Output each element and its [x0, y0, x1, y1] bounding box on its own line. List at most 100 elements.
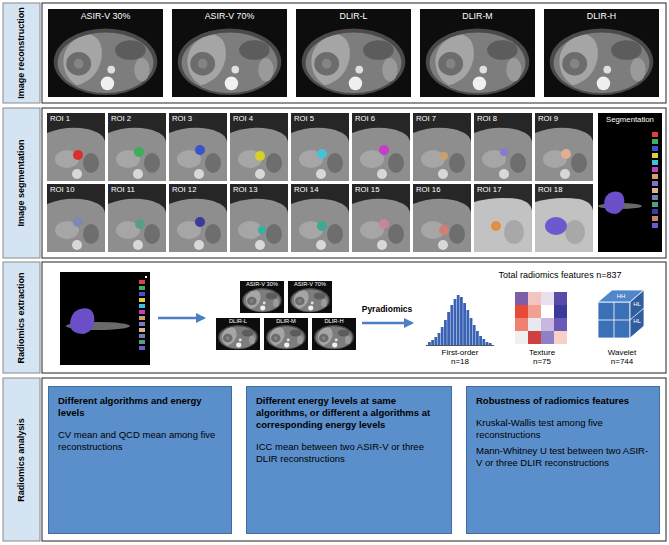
histogram-bar	[482, 339, 485, 345]
histogram-bar	[486, 342, 489, 345]
arrow-label: Pyradiomics	[362, 305, 413, 314]
method-box: Different algorithms and energy levelsCV…	[48, 386, 232, 534]
roi-mark	[317, 221, 327, 231]
flow-arrow	[158, 317, 204, 320]
color-bar	[139, 346, 145, 350]
roi-thumbnail: ROI 14	[291, 184, 349, 252]
roi-label: ROI 7	[413, 113, 471, 123]
roi-image	[108, 113, 166, 181]
image-label: ASIR-V 30%	[48, 9, 163, 22]
render-mark	[145, 276, 147, 278]
roi-thumbnail: ROI 13	[230, 184, 288, 252]
image-label: ASIR-V 70%	[288, 281, 332, 288]
subband-label: HH	[617, 293, 626, 300]
matrix-cell	[541, 292, 554, 305]
subband-label: HL	[633, 318, 641, 325]
roi-thumbnail: ROI 16	[413, 184, 471, 252]
segmentation-render	[598, 113, 662, 252]
roi-image	[352, 113, 410, 181]
panel-band: Image reconstructionASIR-V 30%ASIR-V 70%…	[3, 3, 666, 103]
ct-images	[48, 9, 659, 97]
ct-image	[420, 9, 535, 97]
color-bar	[139, 334, 145, 338]
image-label: DLIR-M	[264, 318, 308, 325]
color-bar	[139, 292, 145, 296]
image-label: DLIR-L	[296, 9, 411, 22]
roi-thumbnail: ROI 4	[230, 113, 288, 181]
ct-image	[544, 9, 659, 97]
histogram-bar	[476, 331, 479, 345]
roi-image	[230, 113, 288, 181]
roi-mark	[258, 226, 266, 234]
histogram-bar	[457, 295, 460, 345]
roi-label: ROI 14	[291, 184, 349, 194]
ct-image	[48, 9, 163, 97]
roi-thumbnail: ROI 15	[352, 184, 410, 252]
matrix-cell	[515, 331, 528, 344]
roi-mark	[379, 219, 389, 229]
wavelet-cube	[598, 290, 644, 338]
ct-thumbnail	[264, 318, 308, 350]
matrix-cell	[528, 318, 541, 331]
feature-group: First-order n=18	[438, 349, 482, 367]
roi-image	[535, 113, 593, 181]
render-tumor	[70, 308, 94, 334]
roi-label: ROI 1	[47, 113, 105, 123]
matrix-cell	[541, 331, 554, 344]
roi-image	[169, 113, 227, 181]
roi-mark	[561, 149, 571, 159]
roi-thumbnail: ROI 11	[108, 184, 166, 252]
roi-label: ROI 12	[169, 184, 227, 194]
panel-frame	[42, 3, 666, 103]
color-bar	[139, 310, 145, 314]
roi-label: ROI 15	[352, 184, 410, 194]
matrix-cell	[515, 292, 528, 305]
feature-total: Total radiomics features n=837	[499, 271, 622, 281]
ct-image: ASIR-V 30%	[48, 9, 163, 97]
matrix-cell	[554, 318, 567, 331]
histogram-bar	[438, 333, 441, 345]
roi-thumbnail: ROI 10	[47, 184, 105, 252]
roi-label: ROI 17	[474, 184, 532, 194]
color-bar	[652, 195, 658, 200]
roi-mark	[439, 225, 449, 235]
roi-label: ROI 9	[535, 113, 593, 123]
roi-image	[474, 184, 532, 252]
ct-thumbnail: DLIR-H	[312, 318, 356, 350]
histogram-bar	[463, 303, 466, 345]
histogram-bar	[473, 325, 476, 345]
segmentation-render	[60, 272, 150, 365]
roi-mark	[195, 217, 205, 227]
color-bar	[139, 340, 145, 344]
matrix-cell	[554, 292, 567, 305]
image-label: DLIR-L	[216, 318, 260, 325]
panel-title: Image reconstruction	[17, 7, 27, 99]
ct-thumbnail: DLIR-M	[264, 318, 308, 350]
ct-image: DLIR-M	[420, 9, 535, 97]
histogram-bar	[447, 312, 450, 345]
roi-mark	[491, 221, 501, 231]
roi-mark	[73, 217, 83, 227]
color-bar	[652, 216, 658, 221]
histogram-axis	[426, 345, 494, 346]
flow-arrow	[362, 322, 412, 325]
matrix-cell	[528, 292, 541, 305]
roi-thumbnail: ROI 9	[535, 113, 593, 181]
histogram-bar	[441, 327, 444, 345]
roi-thumbnail: ROI 18	[535, 184, 593, 252]
roi-mark	[195, 145, 205, 155]
roi-thumbnail: ROI 5	[291, 113, 349, 181]
image-label: Segmentation	[598, 113, 662, 125]
color-bar	[139, 298, 145, 302]
matrix-cell	[528, 305, 541, 318]
color-bar	[652, 209, 658, 214]
roi-image	[47, 113, 105, 181]
roi-image	[47, 184, 105, 252]
color-bar	[652, 223, 658, 228]
roi-image	[535, 184, 593, 252]
roi-mark	[73, 150, 83, 160]
color-bar	[652, 132, 658, 137]
image-label: DLIR-H	[312, 318, 356, 325]
ct-thumbnail: DLIR-L	[216, 318, 260, 350]
subband-label: HL	[633, 301, 641, 308]
